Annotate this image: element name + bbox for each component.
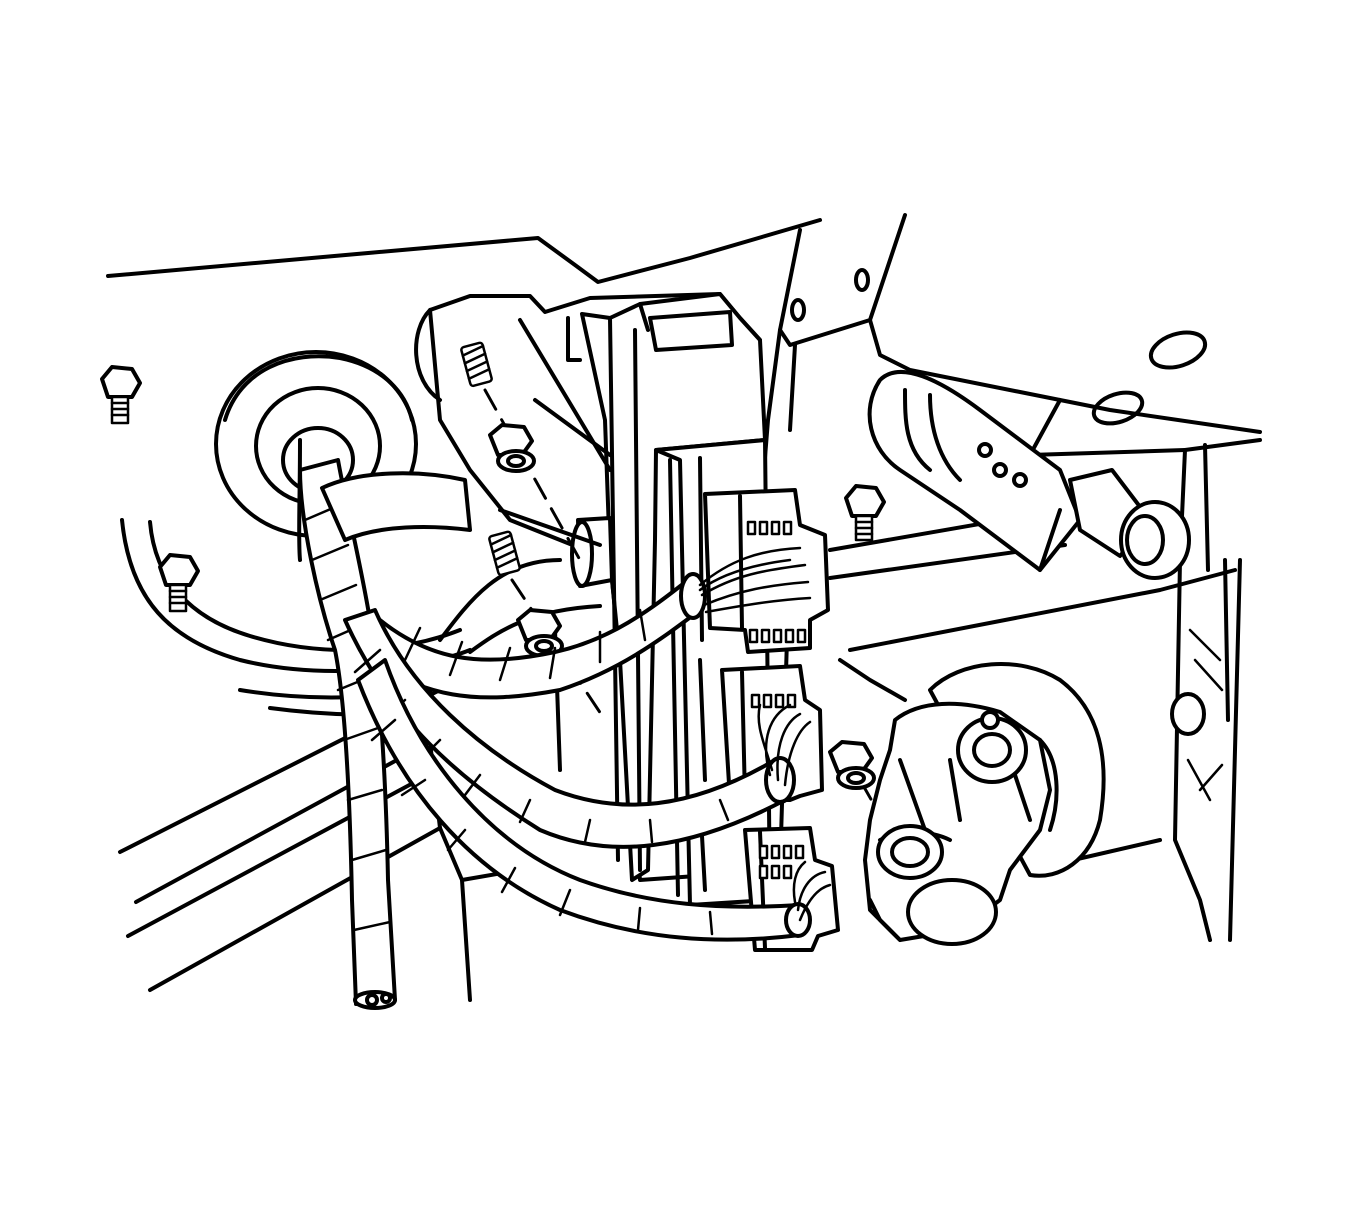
- panel-holes: [790, 268, 1208, 426]
- connector-pins-top: [746, 520, 807, 644]
- steering-shaft-joint: [863, 662, 1106, 946]
- bracket-arm: [867, 370, 1191, 580]
- module-nuts: [488, 423, 876, 790]
- mounting-bolts: [100, 365, 1206, 736]
- connector-pins-mid: [750, 693, 797, 709]
- connector-pins-bottom: [758, 844, 805, 880]
- wiring-harness: [298, 458, 832, 1010]
